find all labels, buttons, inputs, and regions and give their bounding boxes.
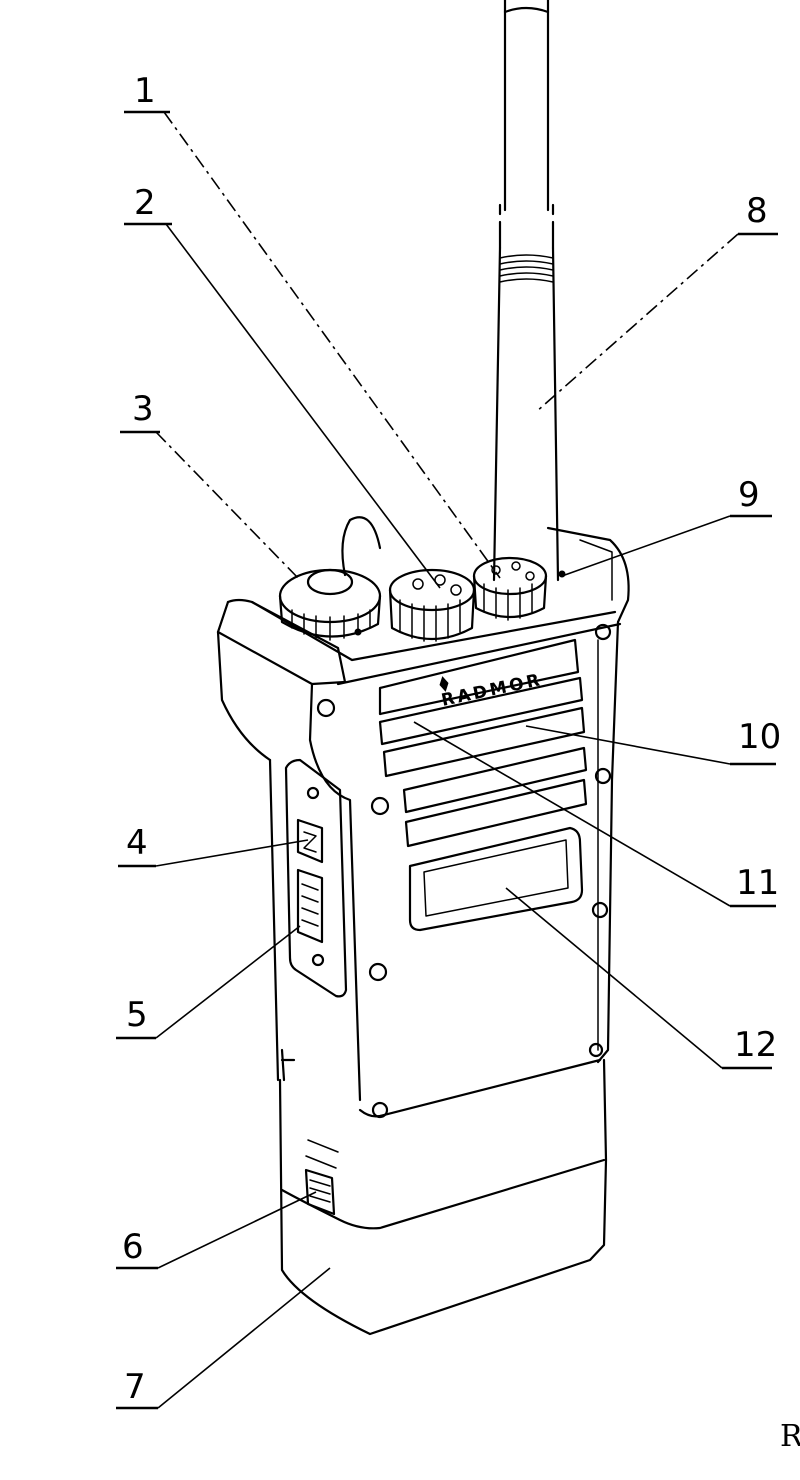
- top-panel: [216, 526, 630, 686]
- callout-label-12: 12: [734, 1025, 777, 1065]
- callout-11: 11: [413, 721, 779, 908]
- callout-label-4: 4: [126, 823, 148, 863]
- callout-4: 4: [118, 823, 309, 868]
- display-window: [408, 826, 584, 932]
- antenna: [492, 0, 560, 582]
- control-knob-2: [388, 568, 476, 642]
- callout-12: 12: [505, 887, 777, 1070]
- callout-label-10: 10: [738, 717, 781, 757]
- callout-label-5: 5: [126, 995, 148, 1035]
- radio-body: [216, 620, 620, 1119]
- speaker-grille: [378, 676, 588, 848]
- brand-plate: RADMOR: [378, 638, 580, 716]
- corner-fragment: R: [780, 1419, 800, 1454]
- callout-label-8: 8: [746, 191, 768, 231]
- callout-8: 8: [535, 191, 778, 413]
- callout-label-3: 3: [132, 389, 154, 429]
- callout-label-9: 9: [738, 475, 760, 515]
- callout-label-11: 11: [736, 863, 779, 903]
- callout-1: 1: [124, 71, 501, 579]
- side-connector-panel: [284, 758, 348, 998]
- callout-label-6: 6: [122, 1227, 144, 1267]
- callout-label-2: 2: [134, 183, 156, 223]
- callout-9: 9: [561, 475, 772, 577]
- battery-latch: [304, 1168, 336, 1216]
- callout-10: 10: [525, 717, 781, 766]
- control-knob-1: [472, 556, 566, 621]
- callout-3: 3: [120, 389, 301, 581]
- callout-7: 7: [116, 1267, 331, 1410]
- control-knob-3: [278, 516, 382, 641]
- callout-label-7: 7: [124, 1367, 146, 1407]
- callout-label-1: 1: [134, 71, 156, 111]
- battery-pack: [278, 1058, 608, 1336]
- callout-6: 6: [116, 1191, 317, 1270]
- callout-2: 2: [124, 183, 441, 589]
- callout-5: 5: [116, 925, 301, 1040]
